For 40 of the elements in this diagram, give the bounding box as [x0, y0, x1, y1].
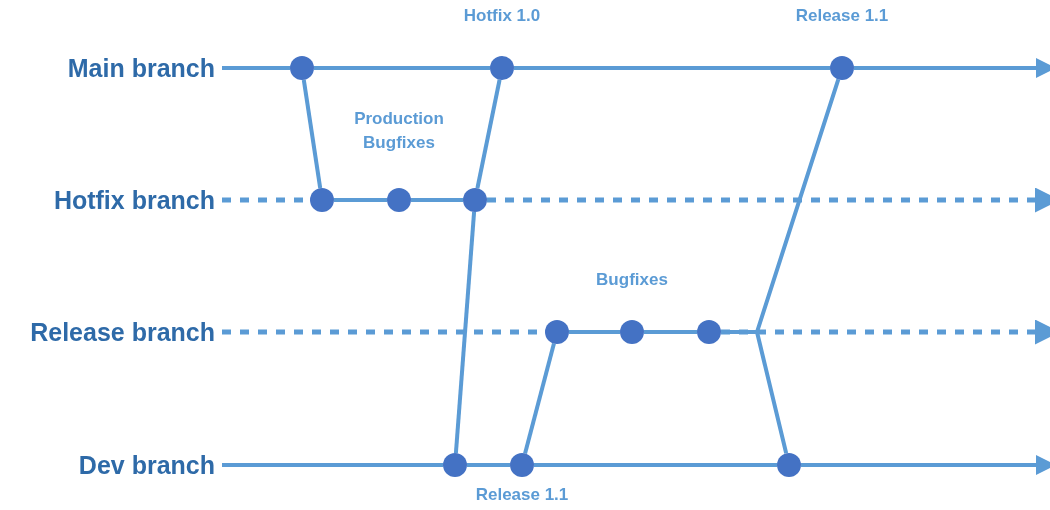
commit-dot: [510, 453, 534, 477]
branch-line: [222, 463, 443, 467]
commit-dot: [443, 453, 467, 477]
branch-line: [314, 66, 490, 70]
branch-line: [523, 343, 556, 454]
commit-label: Release 1.1: [474, 484, 570, 506]
branch-line: [301, 79, 323, 189]
commit-dot: [290, 56, 314, 80]
branch-line: [569, 330, 620, 334]
commit-dot: [830, 56, 854, 80]
commit-dot: [545, 320, 569, 344]
commit-label: Hotfix 1.0: [462, 5, 542, 27]
commit-dot: [490, 56, 514, 80]
branch-name: Release branch: [30, 316, 215, 348]
arrow: [854, 58, 1050, 78]
branch-line: [222, 66, 290, 70]
branch-line: [644, 330, 697, 334]
branch-line: [534, 463, 777, 467]
arrow: [801, 455, 1050, 475]
note-text: Bugfixes: [595, 269, 669, 291]
branch-line: [514, 66, 830, 70]
branch-name: Hotfix branch: [53, 184, 215, 216]
commit-dot: [387, 188, 411, 212]
commit-dot: [463, 188, 487, 212]
note-text: Production Bugfixes: [353, 108, 445, 154]
commit-dot: [777, 453, 801, 477]
commit-label: Release 1.1: [794, 5, 890, 27]
branch-line: [475, 79, 502, 189]
commit-dot: [310, 188, 334, 212]
branch-line: [453, 211, 477, 454]
branch-line: [411, 198, 463, 202]
branch-line: [467, 463, 510, 467]
branch-line: [721, 330, 789, 454]
branch-name: Main branch: [67, 52, 215, 84]
branch-name: Dev branch: [78, 449, 215, 481]
arrow: [721, 319, 1050, 345]
arrow: [487, 187, 1050, 213]
commit-dot: [620, 320, 644, 344]
branch-line: [334, 198, 387, 202]
commit-dot: [697, 320, 721, 344]
